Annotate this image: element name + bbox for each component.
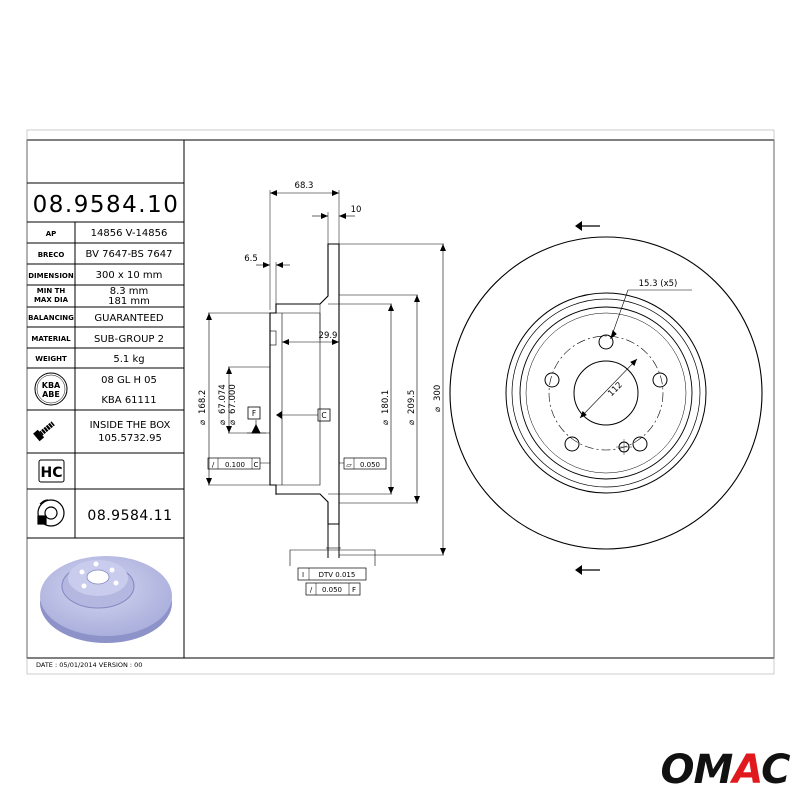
spec-label-balancing: BALANCING	[28, 314, 74, 322]
spec-value-dimension: 300 x 10 mm	[96, 270, 163, 281]
footer-date: DATE : 05/01/2014 VERSION : 00	[36, 661, 142, 669]
spec-table: 08.9584.10 AP 14856 V-14856 BRECO BV 764…	[27, 182, 184, 643]
dim-10: 10	[351, 205, 362, 215]
datum-c-label: C	[321, 411, 326, 420]
tol-runout-ref: F	[352, 586, 356, 594]
runout-symbol: /	[310, 586, 313, 594]
spec-label-dimension: DIMENSION	[28, 272, 74, 280]
tol-flat-left: 0.100	[225, 461, 245, 469]
dim-300: 300	[433, 385, 443, 401]
brake-disc-icon	[37, 499, 65, 527]
tol-flat-right: 0.050	[360, 461, 380, 469]
tol-runout: 0.050	[322, 586, 342, 594]
spec-label-material: MATERIAL	[31, 335, 71, 343]
dim-68-3: 68.3	[295, 181, 314, 191]
dia-symbol-300: ⌀	[433, 407, 443, 412]
spec-label-weight: WEIGHT	[35, 355, 67, 363]
dim-180-1: 180.1	[381, 390, 391, 414]
dia-symbol-180: ⌀	[381, 420, 391, 425]
screw-icon	[33, 421, 55, 442]
dia-symbol-168: ⌀	[198, 420, 208, 425]
drawing-frame	[26, 129, 775, 675]
spec-label-breco: BRECO	[38, 251, 65, 259]
tol-dtv: DTV 0.015	[319, 571, 356, 579]
part-number: 08.9584.10	[33, 192, 180, 218]
omac-logo: OMAC	[661, 747, 792, 793]
flat-symbol-left: /	[212, 461, 215, 469]
spec-value-ap: 14856 V-14856	[91, 228, 168, 239]
disc-3d-render	[40, 556, 172, 643]
inside-box-line2: 105.5732.95	[98, 433, 162, 444]
alt-part-number: 08.9584.11	[87, 508, 172, 524]
front-view	[449, 221, 763, 575]
dia-symbol-209: ⌀	[407, 420, 417, 425]
dim-bolt-circle: 112	[606, 380, 625, 399]
dia-symbol-67b: ⌀	[228, 420, 238, 425]
kba-value1: 08 GL H 05	[101, 375, 157, 386]
dim-209-5: 209.5	[407, 390, 417, 414]
kba-line2: ABE	[42, 390, 60, 399]
spec-value-breco: BV 7647-BS 7647	[86, 249, 173, 260]
hc-label: HC	[41, 465, 63, 481]
spec-value-max-dia: 181 mm	[108, 296, 150, 307]
tol-dtv-symbol: I	[302, 571, 304, 579]
spec-value-min-th: 8.3 mm	[110, 286, 149, 297]
spec-value-material: SUB-GROUP 2	[94, 334, 164, 345]
spec-label-min-th: MIN TH	[37, 287, 66, 295]
spec-value-balancing: GUARANTEED	[94, 313, 164, 324]
dim-168-2: 168.2	[198, 390, 208, 414]
dim-67-000: 67.000	[228, 384, 238, 414]
section-view-labels: 68.3 10 6.5 29.9 ⌀ 168.2 ⌀ 67.074 ⌀ 67.0…	[198, 181, 443, 594]
dim-67-074: 67.074	[218, 384, 228, 414]
inside-box-line1: INSIDE THE BOX	[90, 420, 171, 431]
dim-6-5: 6.5	[244, 254, 258, 264]
spec-value-weight: 5.1 kg	[113, 354, 144, 365]
datum-f-label: F	[252, 409, 256, 418]
spec-label-ap: AP	[46, 230, 57, 238]
dia-symbol-67: ⌀	[218, 420, 228, 425]
hc-icon: HC	[38, 459, 65, 483]
spec-label-max-dia: MAX DIA	[34, 296, 69, 304]
tol-flat-left-ref: C	[254, 461, 259, 469]
kba-abe-badge: KBA ABE	[34, 372, 68, 406]
omac-logo-text: OMAC	[661, 747, 791, 793]
section-view	[206, 190, 446, 596]
flat-symbol-right: ⏥	[346, 461, 352, 469]
dim-29-9: 29.9	[319, 331, 338, 341]
kba-line1: KBA	[42, 381, 61, 390]
kba-value2: KBA 61111	[101, 395, 156, 406]
dim-holes: 15.3 (x5)	[639, 279, 678, 289]
